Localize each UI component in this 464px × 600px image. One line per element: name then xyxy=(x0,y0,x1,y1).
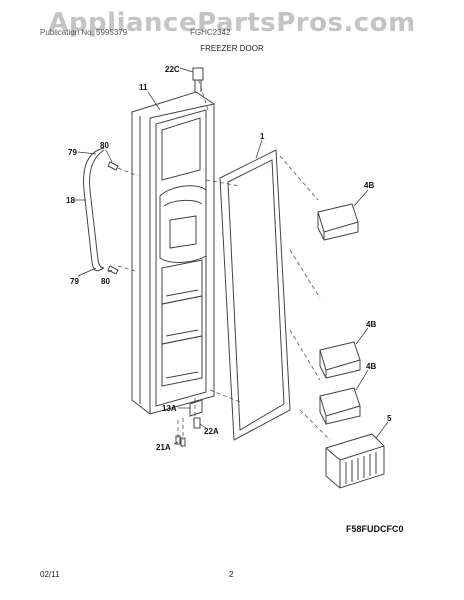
screw-part-80-bottom xyxy=(107,265,119,275)
guide-lines xyxy=(117,77,331,441)
leader-lines xyxy=(74,67,389,445)
callout-4b-lower: 4B xyxy=(366,362,376,371)
footer-page-number: 2 xyxy=(229,570,234,579)
callout-80-top: 80 xyxy=(100,141,109,150)
door-shelf-part-4b-top xyxy=(317,203,359,241)
publication-number: Publication No. 5995379 xyxy=(40,28,128,37)
callout-5: 5 xyxy=(387,414,392,423)
watermark-logo: AppliancePartsPros.com xyxy=(48,8,416,38)
callout-79-top: 79 xyxy=(68,148,77,157)
callout-4b-top: 4B xyxy=(364,181,374,190)
handle-part-18 xyxy=(83,147,105,272)
callout-80-bottom: 80 xyxy=(101,277,110,286)
gasket-part-1 xyxy=(219,149,291,441)
callout-18: 18 xyxy=(66,196,75,205)
callout-11: 11 xyxy=(139,83,148,92)
callout-21a: 21A xyxy=(156,443,171,452)
callout-13a: 13A xyxy=(162,404,177,413)
model-number: FGHC2342 xyxy=(190,28,231,37)
callout-22c: 22C xyxy=(165,65,180,74)
door-shelf-part-4b-middle xyxy=(319,341,361,379)
footer-date: 02/11 xyxy=(40,570,60,579)
callout-22a: 22A xyxy=(204,427,219,436)
door-panel-part-11 xyxy=(131,91,215,415)
hinge-pin-part-22a xyxy=(193,417,201,429)
page-title: FREEZER DOOR xyxy=(200,44,264,53)
figure-code: F58FUDCFC0 xyxy=(346,524,404,534)
callout-4b-middle: 4B xyxy=(366,320,376,329)
screws-part-21a xyxy=(175,435,186,447)
ice-bin-part-5 xyxy=(325,433,385,489)
callout-1: 1 xyxy=(260,132,265,141)
door-shelf-part-4b-lower xyxy=(319,387,361,425)
top-hinge-part-22c xyxy=(192,67,204,92)
bottom-hinge-part-13a xyxy=(189,399,203,417)
callout-79-bottom: 79 xyxy=(70,277,79,286)
screw-part-80-top xyxy=(107,161,119,171)
